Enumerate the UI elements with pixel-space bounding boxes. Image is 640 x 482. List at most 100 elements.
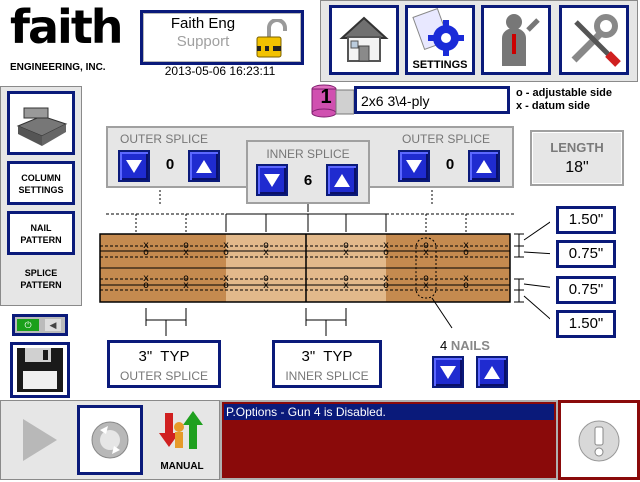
outer-right-decrement-button[interactable] [398, 150, 430, 182]
legend-adjustable: o - adjustable side [516, 87, 612, 99]
outer-left-increment-button[interactable] [188, 150, 220, 182]
outer-splice-right-label: OUTER SPLICE [402, 132, 491, 146]
tools-button[interactable] [559, 5, 629, 75]
splice-panel: OUTER SPLICE 0 OUTER SPLICE 0 [106, 126, 514, 188]
cycle-icon [91, 421, 129, 459]
outer-splice-typ-box[interactable]: 3" TYP OUTER SPLICE [107, 340, 221, 388]
play-icon [23, 419, 57, 461]
offset-top-inner[interactable]: 0.75" [556, 240, 616, 268]
datetime: 2013-05-06 16:23:11 [164, 64, 276, 78]
nails-count: 4 [440, 338, 448, 353]
down-arrow-icon [126, 160, 142, 173]
recipe-number: 1 [320, 86, 332, 108]
nail-pattern-label: NAIL PATTERN [20, 223, 62, 245]
column-settings-label: COLUMN SETTINGS [18, 173, 64, 195]
tools-icon [571, 14, 621, 67]
power-icon: ⏻ [17, 319, 39, 331]
down-arrow-icon [440, 366, 456, 379]
offset-bottom-outer[interactable]: 1.50" [556, 310, 616, 338]
cycle-button[interactable] [77, 405, 143, 475]
offset-bottom-inner[interactable]: 0.75" [556, 276, 616, 304]
inner-splice-typ-box[interactable]: 3" TYP INNER SPLICE [272, 340, 382, 388]
legend-datum: x - datum side [516, 100, 590, 112]
outer-splice-left-value: 0 [165, 156, 175, 173]
nails-decrement-button[interactable] [432, 356, 464, 388]
nails-count-label: 4 NAILS [440, 338, 490, 353]
top-nav-bar: SETTINGS [320, 0, 638, 82]
outer-splice-left-label: OUTER SPLICE [120, 132, 209, 146]
power-toggle[interactable]: ⏻ ◀ [12, 314, 68, 336]
recipe-name-field[interactable]: 2x6 3\4-ply [354, 86, 510, 114]
home-button[interactable] [329, 5, 399, 75]
user-name: Faith Eng [170, 15, 236, 32]
logo-wordmark: faith [10, 0, 124, 54]
company-logo: faith ENGINEERING, INC. [8, 0, 132, 76]
outer-splice-right-value: 0 [445, 156, 455, 173]
outer-right-increment-button[interactable] [468, 150, 500, 182]
message-panel: P.Options - Gun 4 is Disabled. [220, 400, 558, 480]
gear-icon [412, 8, 464, 56]
manual-label: MANUAL [160, 461, 204, 472]
nails-label: NAILS [450, 338, 490, 353]
inner-decrement-button[interactable] [256, 164, 288, 196]
length-value: 18" [565, 159, 589, 176]
manual-button[interactable]: MANUAL [149, 405, 215, 475]
splice-pattern-tab[interactable]: SPLICE PATTERN [7, 261, 75, 301]
save-button[interactable] [10, 342, 70, 398]
operator-icon [502, 14, 540, 66]
inner-splice-value: 6 [303, 172, 313, 189]
alarm-button[interactable] [558, 400, 640, 480]
logo-company: ENGINEERING, INC. [10, 62, 106, 73]
bottom-control-bar: MANUAL [0, 400, 220, 480]
left-nav-panel: COLUMN SETTINGS NAIL PATTERN SPLICE PATT… [0, 86, 82, 306]
nail-pattern-button[interactable]: NAIL PATTERN [7, 211, 75, 255]
outer-left-decrement-button[interactable] [118, 150, 150, 182]
column-settings-button[interactable]: COLUMN SETTINGS [7, 161, 75, 205]
unlocked-padlock-icon [256, 19, 287, 58]
splice-diagram [99, 190, 550, 336]
outer-typ-value: 3" TYP [138, 348, 190, 365]
down-arrow-icon [406, 160, 422, 173]
play-button[interactable] [9, 405, 73, 475]
nails-increment-button[interactable] [476, 356, 508, 388]
inner-typ-value: 3" TYP [301, 348, 353, 365]
up-arrow-icon [484, 366, 500, 379]
toggle-arrow-icon: ◀ [45, 319, 61, 331]
settings-button[interactable]: SETTINGS [405, 5, 475, 75]
inner-typ-label: INNER SPLICE [285, 369, 369, 383]
user-role: Support [176, 33, 230, 50]
outer-typ-label: OUTER SPLICE [119, 369, 209, 383]
machine-icon [16, 107, 68, 146]
message-line[interactable]: P.Options - Gun 4 is Disabled. [224, 404, 554, 420]
up-arrow-icon [334, 174, 350, 187]
inner-increment-button[interactable] [326, 164, 358, 196]
inner-splice-panel: INNER SPLICE 6 [246, 140, 370, 204]
offset-top-outer[interactable]: 1.50" [556, 206, 616, 234]
down-arrow-icon [264, 174, 280, 187]
length-label: LENGTH [550, 140, 604, 155]
home-icon [339, 16, 389, 62]
user-login-button[interactable]: Faith Eng Support [140, 10, 304, 65]
machine-view-button[interactable] [7, 91, 75, 155]
length-display: LENGTH 18" [530, 130, 624, 186]
up-arrow-icon [476, 160, 492, 173]
splice-pattern-label: SPLICE PATTERN [20, 268, 62, 290]
operator-button[interactable] [481, 5, 551, 75]
